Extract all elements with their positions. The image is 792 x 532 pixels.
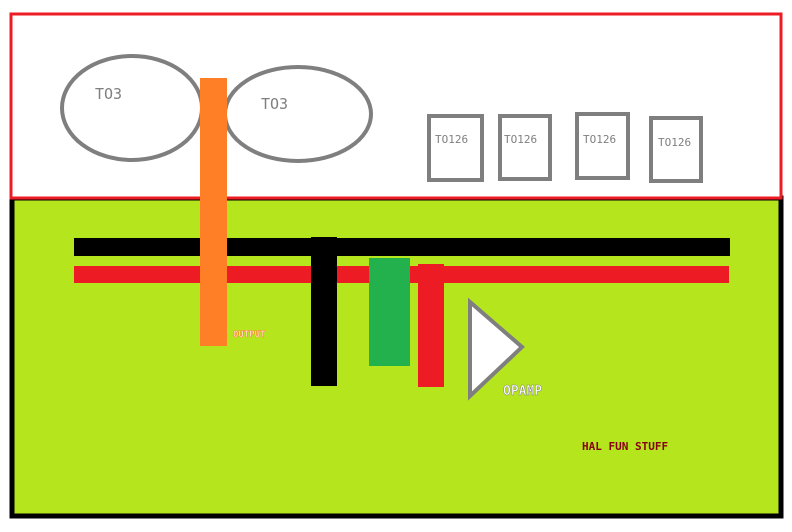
to3-label-1: TO3 bbox=[95, 85, 122, 103]
black-rail bbox=[74, 238, 730, 256]
red-vertical-bar bbox=[418, 264, 444, 387]
to126-label-4: TO126 bbox=[658, 136, 691, 149]
to126-label-1: TO126 bbox=[435, 133, 468, 146]
output-label: OUTPUT bbox=[233, 330, 266, 340]
to126-package-4 bbox=[649, 116, 703, 183]
heatsink-area bbox=[9, 12, 783, 200]
black-vertical-bar bbox=[311, 237, 337, 386]
opamp-triangle bbox=[468, 297, 525, 401]
output-strip bbox=[200, 78, 227, 346]
to126-package-3 bbox=[575, 112, 630, 180]
to126-label-3: TO126 bbox=[583, 133, 616, 146]
footer-label: HAL FUN STUFF bbox=[582, 440, 668, 453]
to3-label-2: TO3 bbox=[261, 95, 288, 113]
to126-package-1 bbox=[427, 114, 484, 182]
to126-label-2: TO126 bbox=[504, 133, 537, 146]
opamp-label: OPAMP bbox=[503, 384, 542, 399]
green-block bbox=[369, 258, 410, 366]
to126-package-2 bbox=[498, 114, 552, 181]
